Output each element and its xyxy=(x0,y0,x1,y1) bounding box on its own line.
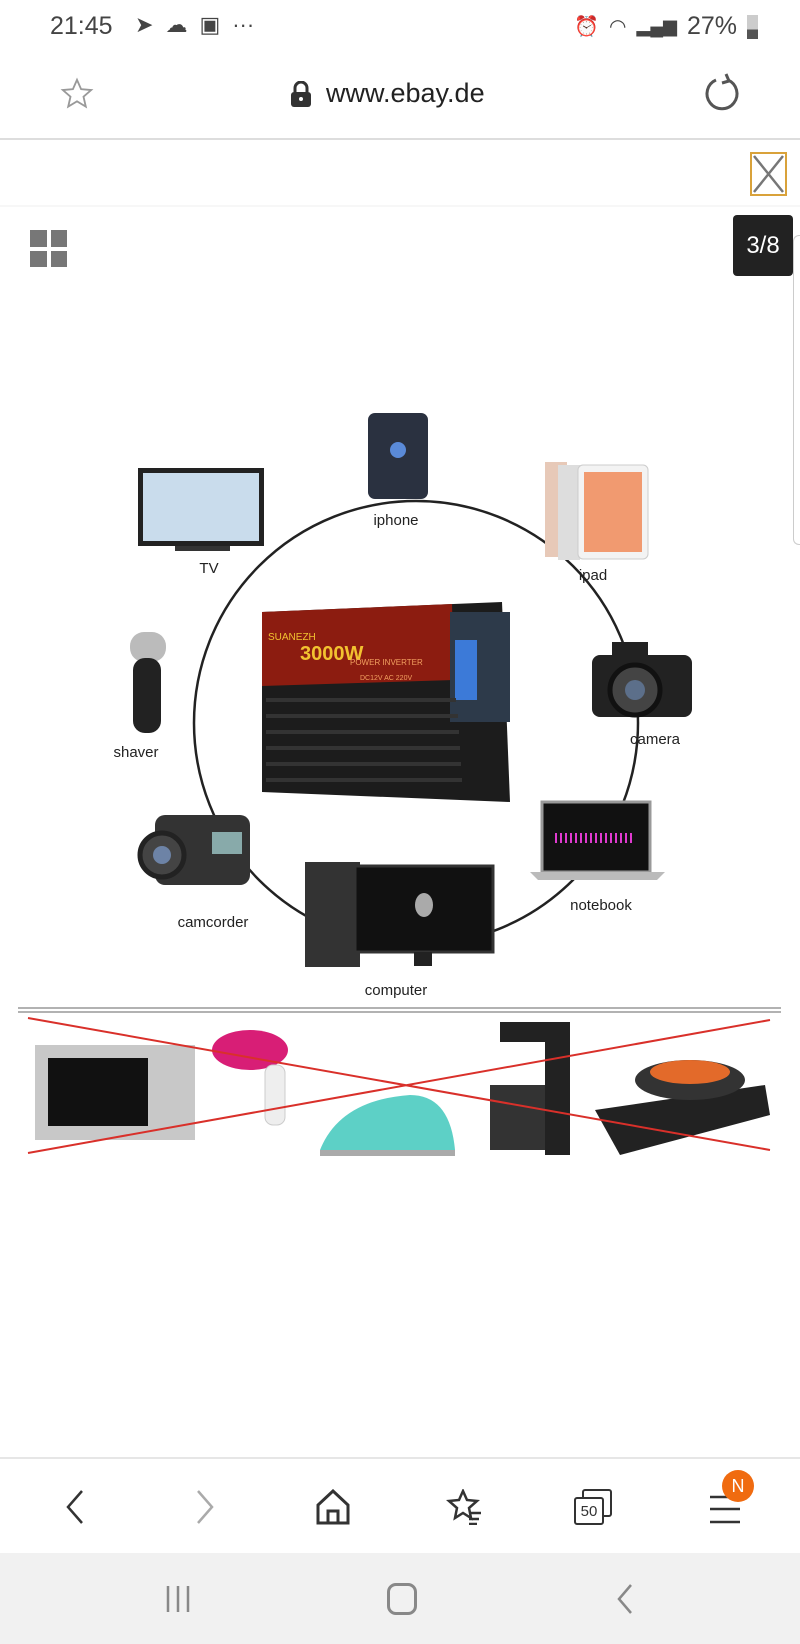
recent-apps-button[interactable] xyxy=(128,1553,228,1644)
tabs-button[interactable]: 50 xyxy=(553,1459,633,1555)
cloud-icon: ☁ xyxy=(165,12,188,37)
microwave-image xyxy=(35,1045,195,1140)
battery-icon xyxy=(747,14,758,39)
clock: 21:45 xyxy=(50,12,113,40)
chevron-right-icon xyxy=(197,1490,214,1524)
tabs-icon: 50 xyxy=(574,1489,612,1525)
system-nav-bar xyxy=(0,1553,800,1644)
gallery-grid-icon[interactable] xyxy=(30,230,67,267)
gallery-icon: ▣ xyxy=(199,12,221,37)
wifi-icon: ◠ xyxy=(609,16,627,38)
close-viewer-button[interactable] xyxy=(750,152,787,196)
system-home-button[interactable] xyxy=(352,1553,452,1644)
bookmarks-button[interactable] xyxy=(425,1459,505,1555)
label-computer: computer xyxy=(365,982,428,999)
signal-icon: ▂▄▆ xyxy=(636,16,677,36)
back-button[interactable] xyxy=(35,1459,115,1555)
address-field[interactable]: www.ebay.de xyxy=(290,78,485,109)
inverter-brand: SUANEZH xyxy=(268,632,316,643)
menu-button[interactable] xyxy=(685,1459,765,1555)
shaver-image xyxy=(130,632,166,733)
camera-image xyxy=(592,642,692,718)
hair-dryer-image xyxy=(212,1030,288,1126)
label-camera: camera xyxy=(630,731,681,748)
tab-count: 50 xyxy=(574,1497,604,1525)
home-icon xyxy=(316,1489,350,1525)
scrollbar[interactable] xyxy=(793,235,800,545)
inverter-power: 3000W xyxy=(300,643,363,665)
label-notebook: notebook xyxy=(570,897,632,914)
status-bar: 21:45 ➤ ☁ ▣ ··· ⏰ ◠ ▂▄▆ 27% xyxy=(0,0,800,52)
inverter-spec: DC12V AC 220V xyxy=(360,675,412,682)
iron-image xyxy=(320,1095,455,1156)
label-tv: TV xyxy=(199,560,218,577)
notification-badge: N xyxy=(722,1470,754,1502)
inverter-image: SUANEZH 3000W POWER INVERTER DC12V AC 22… xyxy=(262,602,510,802)
home-button[interactable] xyxy=(293,1459,373,1555)
browser-bottom-toolbar: 50 xyxy=(0,1457,800,1553)
more-icon: ··· xyxy=(232,12,255,37)
close-icon xyxy=(753,155,784,193)
alarm-icon: ⏰ xyxy=(574,16,600,38)
divider xyxy=(0,205,800,207)
camcorder-image xyxy=(137,815,250,885)
system-back-button[interactable] xyxy=(575,1553,675,1644)
battery-percent: 27% xyxy=(686,12,737,40)
iphone-image xyxy=(364,411,434,499)
label-iphone: iphone xyxy=(373,512,418,529)
forward-button[interactable] xyxy=(165,1459,245,1555)
home-circle-icon xyxy=(387,1582,417,1615)
tv-image xyxy=(138,468,264,551)
recents-icon xyxy=(166,1585,190,1612)
url-text: www.ebay.de xyxy=(326,78,485,108)
system-icons: ⏰ ◠ ▂▄▆ 27% xyxy=(574,12,758,41)
induction-cooker-image xyxy=(595,1060,770,1155)
label-shaver: shaver xyxy=(113,744,158,761)
reload-icon[interactable] xyxy=(702,72,742,116)
bookmark-star-icon[interactable] xyxy=(60,77,94,111)
back-chevron-icon xyxy=(617,1583,632,1614)
bookmarks-star-list-icon xyxy=(446,1489,481,1525)
notebook-image xyxy=(530,800,665,880)
computer-image xyxy=(305,862,495,967)
lock-icon xyxy=(291,80,311,107)
label-camcorder: camcorder xyxy=(178,914,249,931)
product-image[interactable]: iphone ipad camera notebook computer cam… xyxy=(0,380,800,1180)
label-ipad: ipad xyxy=(579,567,607,584)
telegram-icon: ➤ xyxy=(135,12,154,37)
notification-icons: ➤ ☁ ▣ ··· xyxy=(135,12,254,38)
ipad-image xyxy=(545,462,649,560)
chevron-left-icon xyxy=(66,1490,83,1524)
url-bar: www.ebay.de xyxy=(0,52,800,140)
inverter-label: POWER INVERTER xyxy=(350,658,423,667)
coffee-maker-image xyxy=(490,1022,570,1155)
image-counter: 3/8 xyxy=(733,215,793,276)
unsupported-appliances xyxy=(27,1017,771,1156)
